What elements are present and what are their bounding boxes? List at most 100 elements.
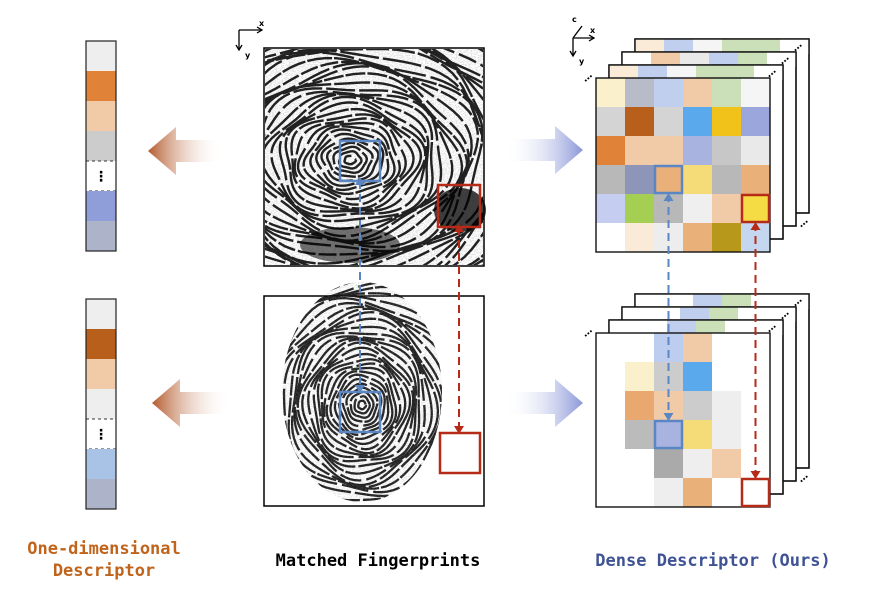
descriptor-cell <box>86 299 116 329</box>
axis-c-label: c <box>572 15 577 24</box>
dense-cell <box>625 107 654 136</box>
dense-blue-arrowhead-icon <box>663 413 674 421</box>
stack-ellipsis: ⋯ <box>797 472 812 487</box>
one-dimensional-descriptor-caption: One-dimensional Descriptor <box>0 538 208 582</box>
dense-cell <box>683 194 712 223</box>
stack-ellipsis: ⋯ <box>582 72 597 87</box>
dense-cell <box>712 420 741 449</box>
one-dimensional-descriptor-bottom: ⋮ <box>85 298 117 510</box>
front-layer-outline <box>595 332 771 508</box>
blue-arrowhead-up-icon <box>355 177 365 185</box>
back-layer-cell <box>780 39 809 54</box>
dense-cell <box>654 449 683 478</box>
descriptor-cell <box>86 449 116 479</box>
back-layer-cell <box>725 320 754 335</box>
dense-cell <box>683 391 712 420</box>
axis-y2-label: y <box>579 57 585 66</box>
dense-cell <box>741 136 770 165</box>
dense-cell <box>625 333 654 362</box>
back-layer-cell <box>767 307 796 322</box>
dense-cell <box>625 165 654 194</box>
axis-y-label: y <box>245 51 251 60</box>
dense-cell <box>654 78 683 107</box>
dense-cell <box>596 449 625 478</box>
back-layer-cell <box>651 307 680 322</box>
dense-cell <box>654 136 683 165</box>
dense-cell <box>683 420 712 449</box>
dense-cell <box>683 136 712 165</box>
back-layer-cell <box>638 320 667 335</box>
dense-cell <box>683 223 712 252</box>
dense-cell <box>741 165 770 194</box>
xy-axis-icon <box>235 26 264 52</box>
back-layer-cell <box>651 52 680 67</box>
caption-left-line1: One-dimensional <box>27 539 181 559</box>
dense-cell <box>625 449 654 478</box>
fingerprint-bottom <box>263 282 485 507</box>
dense-cell <box>654 420 683 449</box>
back-layer-cell <box>680 52 709 67</box>
blue-arrowhead-down-icon <box>355 385 365 393</box>
dense-cell <box>596 165 625 194</box>
back-layer-cell <box>667 320 696 335</box>
back-layer-cell <box>635 294 664 309</box>
back-layer-cell <box>696 320 725 335</box>
stack-ellipsis: ⋯ <box>582 327 597 342</box>
matched-fingerprints-caption: Matched Fingerprints <box>275 551 481 571</box>
dense-cell <box>596 107 625 136</box>
descriptor-cell <box>86 221 116 251</box>
dense-cell <box>654 478 683 507</box>
back-layer-cell <box>622 52 651 67</box>
dense-cell <box>741 478 770 507</box>
dense-cell <box>654 165 683 194</box>
dense-cell <box>741 78 770 107</box>
back-layer-cell <box>638 65 667 80</box>
back-layer-cell <box>664 39 693 54</box>
back-layer-cell <box>722 39 751 54</box>
dense-cell <box>683 449 712 478</box>
fingerprint-bottom-red-patch <box>438 431 482 475</box>
descriptor-outline <box>85 40 117 252</box>
dense-cell <box>741 107 770 136</box>
dense-cell <box>683 333 712 362</box>
back-layer-cell <box>751 294 780 309</box>
dense-cell <box>654 107 683 136</box>
back-layer-cell <box>696 65 725 80</box>
dense-cell <box>683 107 712 136</box>
descriptor-cell <box>86 131 116 161</box>
back-layer-cell <box>754 65 783 80</box>
dense-cell <box>683 362 712 391</box>
dense-cell <box>712 136 741 165</box>
dense-descriptor-caption: Dense Descriptor (Ours) <box>595 551 831 571</box>
one-dimensional-descriptor-top: ⋮ <box>85 40 117 252</box>
axis-x-label: x <box>259 19 265 28</box>
dense-blue-arrowhead-icon <box>663 193 674 201</box>
dense-cell <box>712 333 741 362</box>
descriptor-cell <box>86 191 116 221</box>
dense-cell <box>625 362 654 391</box>
front-layer-outline <box>595 77 771 253</box>
back-layer-cell <box>738 307 767 322</box>
vertical-ellipsis: ⋮ <box>94 169 108 185</box>
dense-cell <box>712 449 741 478</box>
dense-descriptor-bottom: ⋯⋯⋯⋯⋯ <box>582 293 812 508</box>
back-layer-cell <box>754 320 783 335</box>
descriptor-cell <box>86 479 116 509</box>
dense-cell <box>712 107 741 136</box>
back-layer-cell <box>693 39 722 54</box>
dense-cell <box>625 391 654 420</box>
dense-cell <box>596 362 625 391</box>
descriptor-cell <box>86 359 116 389</box>
stack-ellipsis: ⋯ <box>797 217 812 232</box>
dense-descriptor-top: ⋯⋯⋯⋯⋯ <box>582 38 812 253</box>
dense-red-arrowhead-icon <box>750 222 761 230</box>
dense-cell <box>712 78 741 107</box>
dense-cell <box>683 478 712 507</box>
dense-cell <box>712 362 741 391</box>
back-layer-cell <box>725 65 754 80</box>
axis-x2-label: x <box>590 26 596 35</box>
dense-cell <box>741 194 770 223</box>
dense-cell <box>712 194 741 223</box>
back-layer-cell <box>680 307 709 322</box>
